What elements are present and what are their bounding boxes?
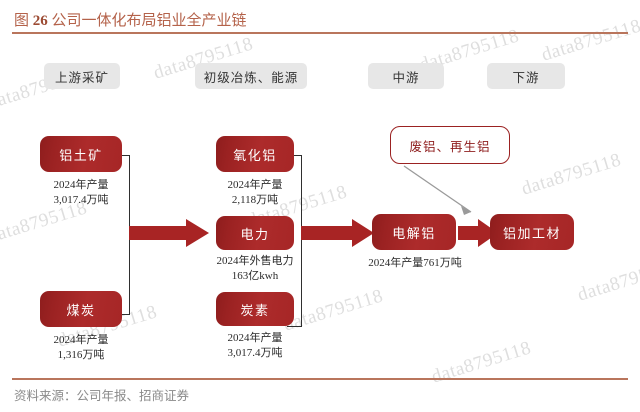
node-coal[interactable]: 煤炭 [40,291,122,327]
stage-header-upstream-mining: 上游采矿 [44,63,120,89]
caption-line: 2024年产量761万吨 [368,257,462,269]
caption-line: 2024年外售电力 [216,255,294,267]
callout-scrap-aluminium[interactable]: 废铝、再生铝 [390,126,510,164]
node-aluminium-products[interactable]: 铝加工材 [490,214,574,250]
caption-line: 2024年产量 [53,334,109,346]
caption-line: 2024年产量 [53,179,109,191]
node-power[interactable]: 电力 [216,216,294,250]
caption-power: 2024年外售电力 163亿kwh [196,254,314,284]
title-divider [12,32,628,34]
caption-line: 2,118万吨 [231,194,279,206]
caption-alumina: 2024年产量 2,118万吨 [204,178,306,208]
figure-title-text: 公司一体化布局铝业全产业链 [51,13,247,29]
caption-line: 163亿kwh [231,270,279,282]
caption-bauxite: 2024年产量 3,017.4万吨 [30,178,132,208]
source-note: 资料来源：公司年报、招商证券 [14,389,190,403]
watermark-text: data8795118 [429,337,534,388]
caption-line: 1,316万吨 [57,349,105,361]
caption-carbon: 2024年产量 3,017.4万吨 [204,331,306,361]
stage-header-downstream: 下游 [487,63,565,89]
node-alumina[interactable]: 氧化铝 [216,136,294,172]
footer-divider [12,378,628,380]
caption-coal: 2024年产量 1,316万吨 [30,333,132,363]
caption-line: 2024年产量 [227,179,283,191]
stage-header-primary-smelting: 初级冶炼、能源 [195,63,307,89]
node-carbon[interactable]: 炭素 [216,292,294,326]
page-title: 图 26 公司一体化布局铝业全产业链 [14,9,247,30]
figure-prefix: 图 [14,13,30,29]
pointer-scrap-to-products [403,165,472,215]
watermark-text: data8795118 [575,255,640,306]
caption-line: 3,017.4万吨 [53,194,109,206]
watermark-text: data8795118 [539,15,640,66]
node-electrolytic-aluminium[interactable]: 电解铝 [372,214,456,250]
caption-line: 2024年产量 [227,332,283,344]
node-bauxite[interactable]: 铝土矿 [40,136,122,172]
caption-electrolytic-aluminium: 2024年产量761万吨 [356,256,474,271]
watermark-text: data8795118 [519,149,624,200]
stage-header-midstream: 中游 [368,63,444,89]
figure-number: 26 [32,13,48,29]
arrow-upstream-to-smelting [129,219,209,247]
arrow-smelting-to-electrolysis [301,219,374,247]
caption-line: 3,017.4万吨 [227,347,283,359]
